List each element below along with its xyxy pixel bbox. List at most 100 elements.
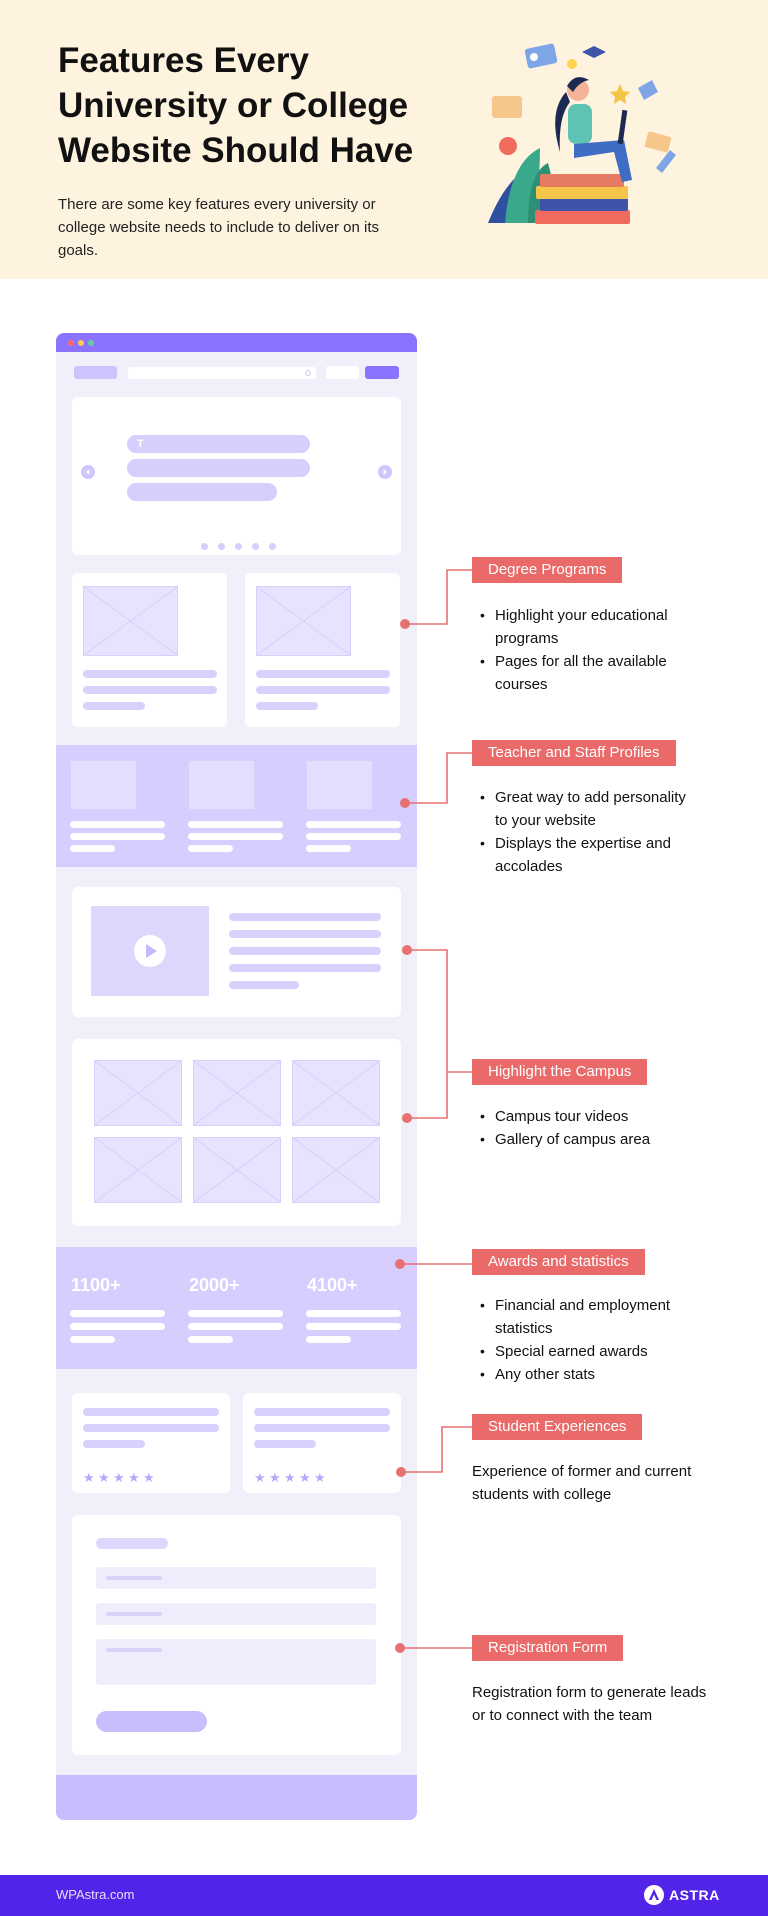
text-line	[306, 833, 401, 840]
mock-login-button	[326, 366, 359, 379]
text-line	[229, 964, 381, 972]
mock-search-icon	[305, 370, 311, 376]
footer-site-link[interactable]: WPAstra.com	[56, 1887, 135, 1902]
image-placeholder-icon	[188, 760, 255, 810]
arrow-right-icon	[378, 465, 392, 479]
image-placeholder-icon	[193, 1137, 281, 1203]
image-placeholder-icon	[292, 1137, 380, 1203]
feature-bullet: Great way to add personality to your web…	[478, 786, 693, 832]
text-line	[83, 686, 217, 694]
stat-value: 2000+	[189, 1275, 240, 1295]
text-line	[254, 1440, 316, 1448]
text-line	[188, 845, 233, 852]
slider-line	[127, 459, 310, 477]
feature-bullet: Special earned awards	[478, 1340, 693, 1363]
arrow-left-icon	[81, 465, 95, 479]
text-line	[70, 1336, 115, 1343]
maximize-dot-icon	[88, 340, 94, 346]
text-line	[70, 821, 165, 828]
image-placeholder-icon	[70, 760, 137, 810]
text-line	[188, 833, 283, 840]
hero-section: Features Every University or College Web…	[0, 0, 768, 279]
student-illustration	[488, 43, 676, 224]
mock-logo	[74, 366, 117, 379]
feature-desc-student-experiences: Experience of former and current student…	[472, 1463, 692, 1503]
hero-slider-card: T	[72, 397, 401, 555]
stat-value: 1100+	[71, 1275, 121, 1295]
feature-tag-student-experiences: Student Experiences	[472, 1414, 643, 1440]
text-line	[229, 930, 381, 938]
feature-bullet: Highlight your educational programs	[478, 604, 678, 650]
text-line	[188, 1323, 283, 1330]
feature-list-teacher-staff: Great way to add personality to your web…	[478, 786, 693, 878]
feature-bullet: Financial and employment statistics	[478, 1294, 693, 1340]
text-line	[256, 670, 390, 678]
testimonial-card: ★★★★★	[72, 1393, 230, 1493]
form-title-line	[96, 1538, 168, 1549]
text-line	[83, 1424, 219, 1432]
feature-bullet: Pages for all the available courses	[478, 650, 678, 696]
text-line	[229, 947, 381, 955]
program-card	[245, 573, 400, 727]
registration-form-card	[72, 1515, 401, 1755]
form-field	[96, 1567, 376, 1589]
text-line	[229, 913, 381, 921]
testimonial-card: ★★★★★	[243, 1393, 401, 1493]
text-line	[70, 1323, 165, 1330]
text-line	[70, 845, 115, 852]
hero-subtitle: There are some key features every univer…	[58, 196, 380, 259]
text-line	[254, 1424, 390, 1432]
close-dot-icon	[68, 340, 74, 346]
image-placeholder-icon	[94, 1060, 182, 1126]
astra-logo: ASTRA	[644, 1884, 720, 1906]
astra-logo-icon	[644, 1885, 664, 1905]
campus-video-card	[72, 887, 401, 1017]
feature-list-awards: Financial and employment statistics Spec…	[478, 1294, 693, 1386]
text-line	[254, 1408, 390, 1416]
text-line	[70, 1310, 165, 1317]
text-line	[256, 702, 318, 710]
video-thumbnail	[91, 906, 209, 996]
text-line	[188, 1310, 283, 1317]
website-mockup: T	[56, 333, 417, 1820]
image-placeholder-icon	[94, 1137, 182, 1203]
text-line	[83, 1440, 145, 1448]
browser-bar	[56, 333, 417, 352]
text-cursor-icon: T	[137, 438, 144, 450]
hero-title: Features Every University or College Web…	[58, 41, 414, 170]
staff-profiles-band	[56, 745, 417, 867]
text-line	[83, 702, 145, 710]
image-placeholder-icon	[306, 760, 373, 810]
text-line	[306, 1323, 401, 1330]
feature-bullet: Any other stats	[478, 1363, 693, 1386]
slider-line	[127, 483, 277, 501]
text-line	[83, 670, 217, 678]
feature-list-campus: Campus tour videos Gallery of campus are…	[478, 1105, 698, 1151]
mock-signup-button	[365, 366, 399, 379]
text-line	[306, 1336, 351, 1343]
text-line	[229, 981, 299, 989]
play-icon	[134, 935, 166, 967]
form-field	[96, 1603, 376, 1625]
text-line	[306, 1310, 401, 1317]
feature-desc-registration-form: Registration form to generate leads or t…	[472, 1684, 707, 1724]
feature-bullet: Displays the expertise and accolades	[478, 832, 693, 878]
feature-bullet: Gallery of campus area	[478, 1128, 698, 1151]
feature-tag-campus: Highlight the Campus	[472, 1059, 648, 1085]
slider-line	[127, 435, 310, 453]
feature-tag-registration-form: Registration Form	[472, 1635, 624, 1661]
stats-band: 1100+ 2000+ 4100+	[56, 1247, 417, 1369]
text-line	[188, 821, 283, 828]
image-placeholder-icon	[292, 1060, 380, 1126]
footer: WPAstra.com ASTRA	[0, 1875, 768, 1916]
image-placeholder-icon	[256, 586, 351, 656]
feature-tag-awards: Awards and statistics	[472, 1249, 645, 1275]
form-textarea	[96, 1639, 376, 1685]
mock-footer	[56, 1775, 417, 1820]
text-line	[70, 833, 165, 840]
text-line	[256, 686, 390, 694]
image-placeholder-icon	[193, 1060, 281, 1126]
campus-gallery-card	[72, 1039, 401, 1226]
feature-tag-teacher-staff: Teacher and Staff Profiles	[472, 740, 676, 766]
